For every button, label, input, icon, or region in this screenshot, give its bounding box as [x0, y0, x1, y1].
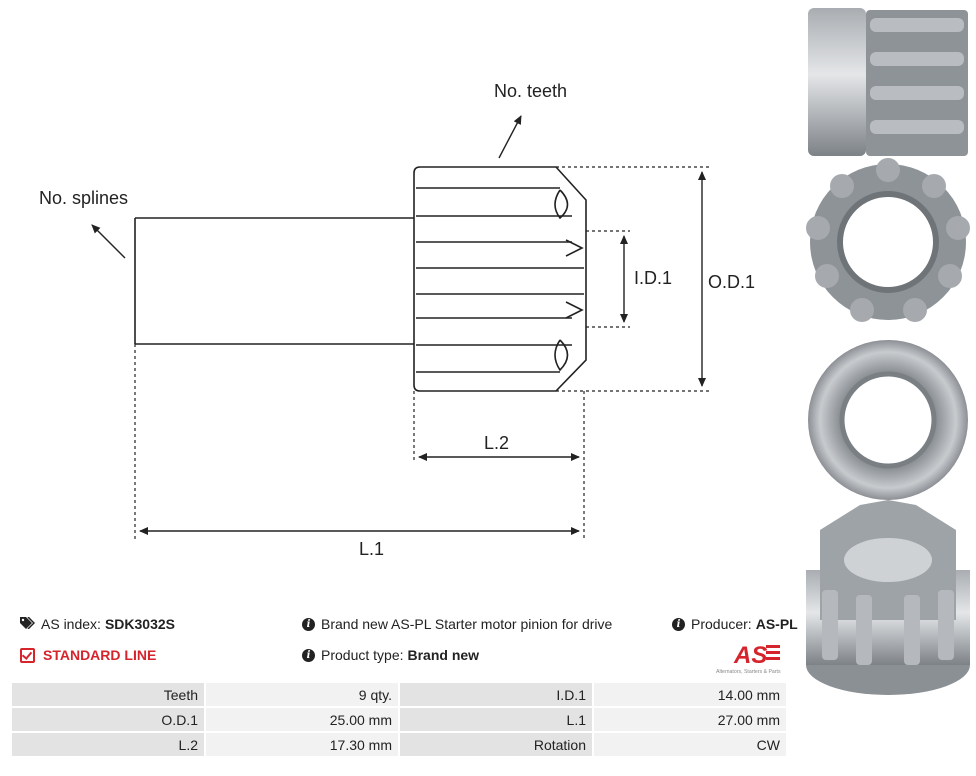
photo-gear-end	[806, 158, 970, 322]
svg-text:Alternators, Starters & Parts: Alternators, Starters & Parts	[716, 669, 781, 675]
product-type: i Product type: Brand new	[302, 647, 479, 663]
as-index: AS index: SDK3032S	[20, 616, 175, 632]
info-icon: i	[672, 617, 685, 631]
info-icon: i	[302, 648, 315, 662]
spec-value: CW	[592, 731, 788, 758]
spec-label: L.2	[10, 731, 206, 758]
description: i Brand new AS-PL Starter motor pinion f…	[302, 616, 612, 632]
producer: i Producer: AS-PL	[672, 616, 798, 632]
spec-label: Rotation	[398, 731, 594, 758]
splines-label: No. splines	[39, 188, 128, 208]
spec-value: 17.30 mm	[204, 731, 400, 758]
product-photos	[806, 8, 970, 695]
svg-text:AS: AS	[733, 642, 767, 669]
description-text: Brand new AS-PL Starter motor pinion for…	[321, 616, 613, 632]
info-icon: i	[302, 617, 315, 631]
producer-label: Producer:	[691, 616, 752, 632]
id1-label: I.D.1	[634, 268, 672, 288]
as-index-label: AS index:	[41, 616, 101, 632]
shaft-outline	[134, 217, 414, 345]
spec-value: 9 qty.	[204, 681, 400, 708]
spec-value: 14.00 mm	[592, 681, 788, 708]
as-pl-logo: AS Alternators, Starters & Parts	[714, 640, 794, 676]
as-index-value: SDK3032S	[104, 616, 175, 632]
spec-label: O.D.1	[10, 706, 206, 733]
teeth-pointer	[498, 115, 522, 159]
product-type-value: Brand new	[407, 647, 480, 663]
teeth-label: No. teeth	[494, 81, 567, 101]
photo-side-view	[808, 8, 968, 156]
product-type-label: Product type:	[321, 647, 404, 663]
technical-drawing: No. teeth No. splines I.D.1 O.D.1 L.2 L.…	[39, 81, 755, 559]
spec-label: Teeth	[10, 681, 206, 708]
spec-value: 27.00 mm	[592, 706, 788, 733]
spec-label: L.1	[398, 706, 594, 733]
gear-outline	[413, 166, 587, 392]
l1-label: L.1	[359, 539, 384, 559]
spec-value: 25.00 mm	[204, 706, 400, 733]
standard-line-badge: STANDARD LINE	[20, 647, 156, 663]
standard-line-label: STANDARD LINE	[43, 647, 157, 663]
check-square-icon	[20, 647, 35, 663]
producer-value: AS-PL	[755, 616, 798, 632]
spec-label: I.D.1	[398, 681, 594, 708]
photo-perspective	[806, 500, 970, 695]
od1-label: O.D.1	[708, 272, 755, 292]
l2-label: L.2	[484, 433, 509, 453]
photo-bushing-end	[808, 340, 968, 500]
splines-pointer	[91, 224, 126, 259]
tags-icon	[20, 616, 36, 632]
